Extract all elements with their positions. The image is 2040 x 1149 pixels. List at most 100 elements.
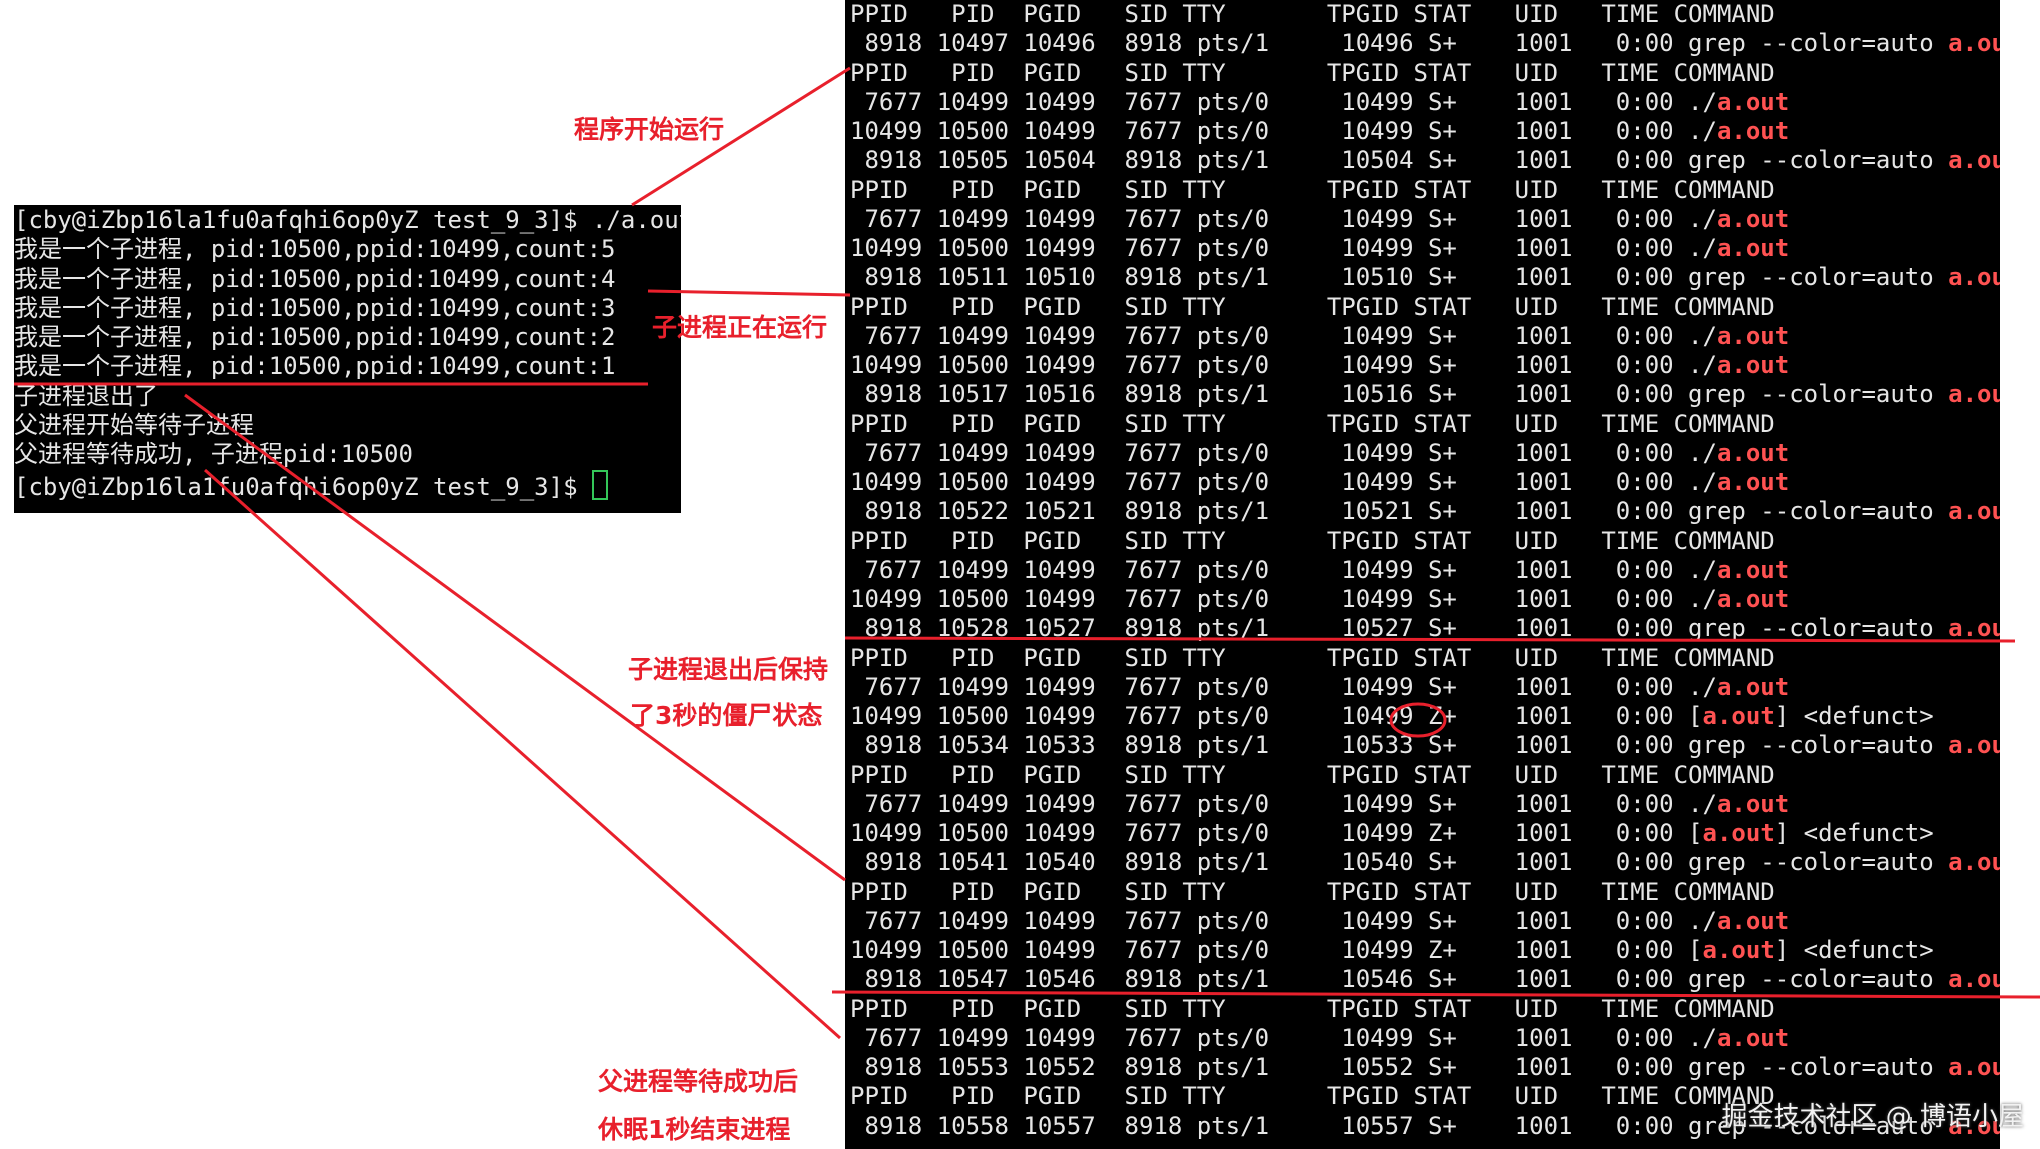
ps-row-text: 10499 10500 10499 7677 pts/0 10499 Z+ 10… (850, 936, 1703, 964)
arrow-program-start (631, 66, 851, 207)
command-highlight: a.out (1948, 731, 2000, 760)
separator-after-zombie (831, 990, 2040, 999)
command-highlight: a.out (1702, 936, 1775, 964)
terminal-line: 我是一个子进程, pid:10500,ppid:10499,count:2 (14, 323, 681, 352)
ps-row-text: 8918 10497 10496 8918 pts/1 10496 S+ 100… (850, 29, 1949, 58)
left-terminal: [cby@iZbp16la1fu0afqhi6op0yZ test_9_3]$ … (14, 205, 681, 513)
command-highlight: a.out (1948, 497, 2000, 526)
ps-row-text: 10499 10500 10499 7677 pts/0 10499 S+ 10… (850, 585, 1717, 613)
ps-header-text: PPID PID PGID SID TTY TPGID STAT UID TIM… (850, 760, 1775, 789)
ps-row-text: 10499 10500 10499 7677 pts/0 10499 S+ 10… (850, 351, 1717, 379)
ps-process-row: 7677 10499 10499 7677 pts/0 10499 S+ 100… (850, 790, 2000, 819)
terminal-line-text: 我是一个子进程, pid:10500,ppid:10499,count:4 (14, 264, 616, 293)
terminal-line: 我是一个子进程, pid:10500,ppid:10499,count:3 (14, 294, 681, 323)
ps-process-row: 8918 10522 10521 8918 pts/1 10521 S+ 100… (850, 497, 2000, 526)
ps-row-text: 10499 10500 10499 7677 pts/0 10499 Z+ 10… (850, 819, 1703, 847)
terminal-line-text: 父进程等待成功, 子进程pid:10500 (14, 440, 413, 469)
terminal-line-text: [cby@iZbp16la1fu0afqhi6op0yZ test_9_3]$ … (14, 206, 681, 234)
ps-header-text: PPID PID PGID SID TTY TPGID STAT UID TIM… (850, 643, 1775, 672)
ps-process-row: 7677 10499 10499 7677 pts/0 10499 S+ 100… (850, 1024, 2000, 1053)
ps-process-row: 7677 10499 10499 7677 pts/0 10499 S+ 100… (850, 205, 2000, 234)
terminal-cursor[interactable] (591, 469, 608, 500)
ps-header-row: PPID PID PGID SID TTY TPGID STAT UID TIM… (850, 1082, 2000, 1111)
command-highlight: a.out (1716, 555, 1790, 584)
ps-process-row: 8918 10547 10546 8918 pts/1 10546 S+ 100… (850, 965, 2000, 994)
ps-process-row: 8918 10541 10540 8918 pts/1 10540 S+ 100… (850, 848, 2000, 877)
command-highlight: a.out (1716, 1023, 1790, 1052)
ps-process-row: 8918 10505 10504 8918 pts/1 10504 S+ 100… (850, 146, 2000, 175)
command-highlight: a.out (1948, 848, 2000, 877)
ps-row-text: 10499 10500 10499 7677 pts/0 10499 Z+ 10… (850, 702, 1703, 730)
ps-process-row: 10499 10500 10499 7677 pts/0 10499 Z+ 10… (850, 936, 2000, 965)
ps-process-row: 10499 10500 10499 7677 pts/0 10499 S+ 10… (850, 468, 2000, 497)
ps-row-text: 8918 10553 10552 8918 pts/1 10552 S+ 100… (850, 1053, 1949, 1081)
terminal-line: 我是一个子进程, pid:10500,ppid:10499,count:1 (14, 352, 681, 381)
ps-process-row: 10499 10500 10499 7677 pts/0 10499 S+ 10… (850, 117, 2000, 146)
ps-process-row: 8918 10553 10552 8918 pts/1 10552 S+ 100… (850, 1053, 2000, 1082)
command-highlight: a.out (1948, 29, 2000, 58)
command-highlight: a.out (1716, 672, 1790, 701)
command-highlight: a.out (1948, 146, 2000, 175)
ps-process-row: 10499 10500 10499 7677 pts/0 10499 S+ 10… (850, 585, 2000, 614)
terminal-line-text: 我是一个子进程, pid:10500,ppid:10499,count:3 (14, 293, 616, 322)
ps-process-row: 8918 10511 10510 8918 pts/1 10510 S+ 100… (850, 263, 2000, 292)
ps-row-text: 7677 10499 10499 7677 pts/0 10499 S+ 100… (850, 555, 1717, 584)
command-highlight: a.out (1716, 204, 1790, 233)
command-highlight: a.out (1716, 438, 1790, 467)
terminal-line-text: 我是一个子进程, pid:10500,ppid:10499,count:1 (14, 352, 616, 381)
right-terminal: PPID PID PGID SID TTY TPGID STAT UID TIM… (845, 0, 2000, 1149)
watermark: 掘金技术社区 @ 博语小屋 (1721, 1102, 2024, 1132)
ps-process-row: 8918 10558 10557 8918 pts/1 10557 S+ 100… (850, 1112, 2000, 1141)
command-highlight: a.out (1948, 263, 2000, 292)
label-program-start: 程序开始运行 (574, 115, 725, 144)
ps-row-text: 10499 10500 10499 7677 pts/0 10499 S+ 10… (850, 468, 1717, 496)
ps-row-text: 7677 10499 10499 7677 pts/0 10499 S+ 100… (850, 906, 1717, 935)
ps-row-text: 7677 10499 10499 7677 pts/0 10499 S+ 100… (850, 321, 1717, 350)
command-highlight: a.out (1948, 1111, 2000, 1140)
label-child-running: 子进程正在运行 (652, 313, 828, 342)
ps-process-row: 8918 10497 10496 8918 pts/1 10496 S+ 100… (850, 29, 2000, 58)
ps-header-row: PPID PID PGID SID TTY TPGID STAT UID TIM… (850, 527, 2000, 556)
terminal-line-text: 我是一个子进程, pid:10500,ppid:10499,count:5 (14, 235, 616, 264)
ps-header-text: PPID PID PGID SID TTY TPGID STAT UID TIM… (850, 0, 1775, 28)
command-highlight: a.out (1716, 234, 1790, 262)
ps-header-row: PPID PID PGID SID TTY TPGID STAT UID TIM… (850, 293, 2000, 322)
ps-header-text: PPID PID PGID SID TTY TPGID STAT UID TIM… (850, 526, 1775, 555)
ps-row-text: 8918 10517 10516 8918 pts/1 10516 S+ 100… (850, 380, 1949, 409)
ps-process-row: 7677 10499 10499 7677 pts/0 10499 S+ 100… (850, 88, 2000, 117)
command-highlight: a.out (1716, 321, 1790, 350)
ps-row-text: 8918 10534 10533 8918 pts/1 10533 S+ 100… (850, 731, 1949, 760)
ps-header-text: PPID PID PGID SID TTY TPGID STAT UID TIM… (850, 58, 1775, 87)
ps-header-text: PPID PID PGID SID TTY TPGID STAT UID TIM… (850, 409, 1775, 438)
ps-header-row: PPID PID PGID SID TTY TPGID STAT UID TIM… (850, 59, 2000, 88)
ps-row-text: ] <defunct> (1774, 702, 1934, 730)
ps-process-row: 8918 10534 10533 8918 pts/1 10533 S+ 100… (850, 731, 2000, 760)
ps-process-row: 8918 10517 10516 8918 pts/1 10516 S+ 100… (850, 380, 2000, 409)
ps-header-text: PPID PID PGID SID TTY TPGID STAT UID TIM… (850, 1082, 1775, 1111)
ps-row-text: 8918 10511 10510 8918 pts/1 10510 S+ 100… (850, 263, 1949, 292)
command-highlight: a.out (1948, 1053, 2000, 1081)
label-zombie-line1: 子进程退出后保持 (628, 655, 829, 684)
command-highlight: a.out (1716, 789, 1790, 818)
ps-header-row: PPID PID PGID SID TTY TPGID STAT UID TIM… (850, 0, 2000, 29)
command-highlight: a.out (1702, 702, 1775, 730)
ps-header-row: PPID PID PGID SID TTY TPGID STAT UID TIM… (850, 644, 2000, 673)
terminal-line: [cby@iZbp16la1fu0afqhi6op0yZ test_9_3]$ … (14, 206, 681, 235)
label-parent-line2: 休眠1秒结束进程 (598, 1115, 791, 1144)
ps-row-text: 7677 10499 10499 7677 pts/0 10499 S+ 100… (850, 1023, 1717, 1052)
ps-header-text: PPID PID PGID SID TTY TPGID STAT UID TIM… (850, 292, 1775, 321)
command-highlight: a.out (1948, 965, 2000, 994)
ps-header-row: PPID PID PGID SID TTY TPGID STAT UID TIM… (850, 176, 2000, 205)
ps-row-text: ] <defunct> (1774, 936, 1934, 964)
ps-row-text: 8918 10505 10504 8918 pts/1 10504 S+ 100… (850, 146, 1949, 175)
ps-header-text: PPID PID PGID SID TTY TPGID STAT UID TIM… (850, 994, 1775, 1023)
ps-header-row: PPID PID PGID SID TTY TPGID STAT UID TIM… (850, 761, 2000, 790)
ps-header-row: PPID PID PGID SID TTY TPGID STAT UID TIM… (850, 410, 2000, 439)
ps-process-row: 7677 10499 10499 7677 pts/0 10499 S+ 100… (850, 673, 2000, 702)
command-highlight: a.out (1948, 380, 2000, 409)
ps-process-row: 7677 10499 10499 7677 pts/0 10499 S+ 100… (850, 907, 2000, 936)
ps-row-text: 10499 10500 10499 7677 pts/0 10499 S+ 10… (850, 117, 1717, 145)
terminal-line: 子进程退出了 (14, 382, 681, 411)
ps-row-text: 8918 10547 10546 8918 pts/1 10546 S+ 100… (850, 965, 1949, 994)
ps-row-text: 7677 10499 10499 7677 pts/0 10499 S+ 100… (850, 789, 1717, 818)
